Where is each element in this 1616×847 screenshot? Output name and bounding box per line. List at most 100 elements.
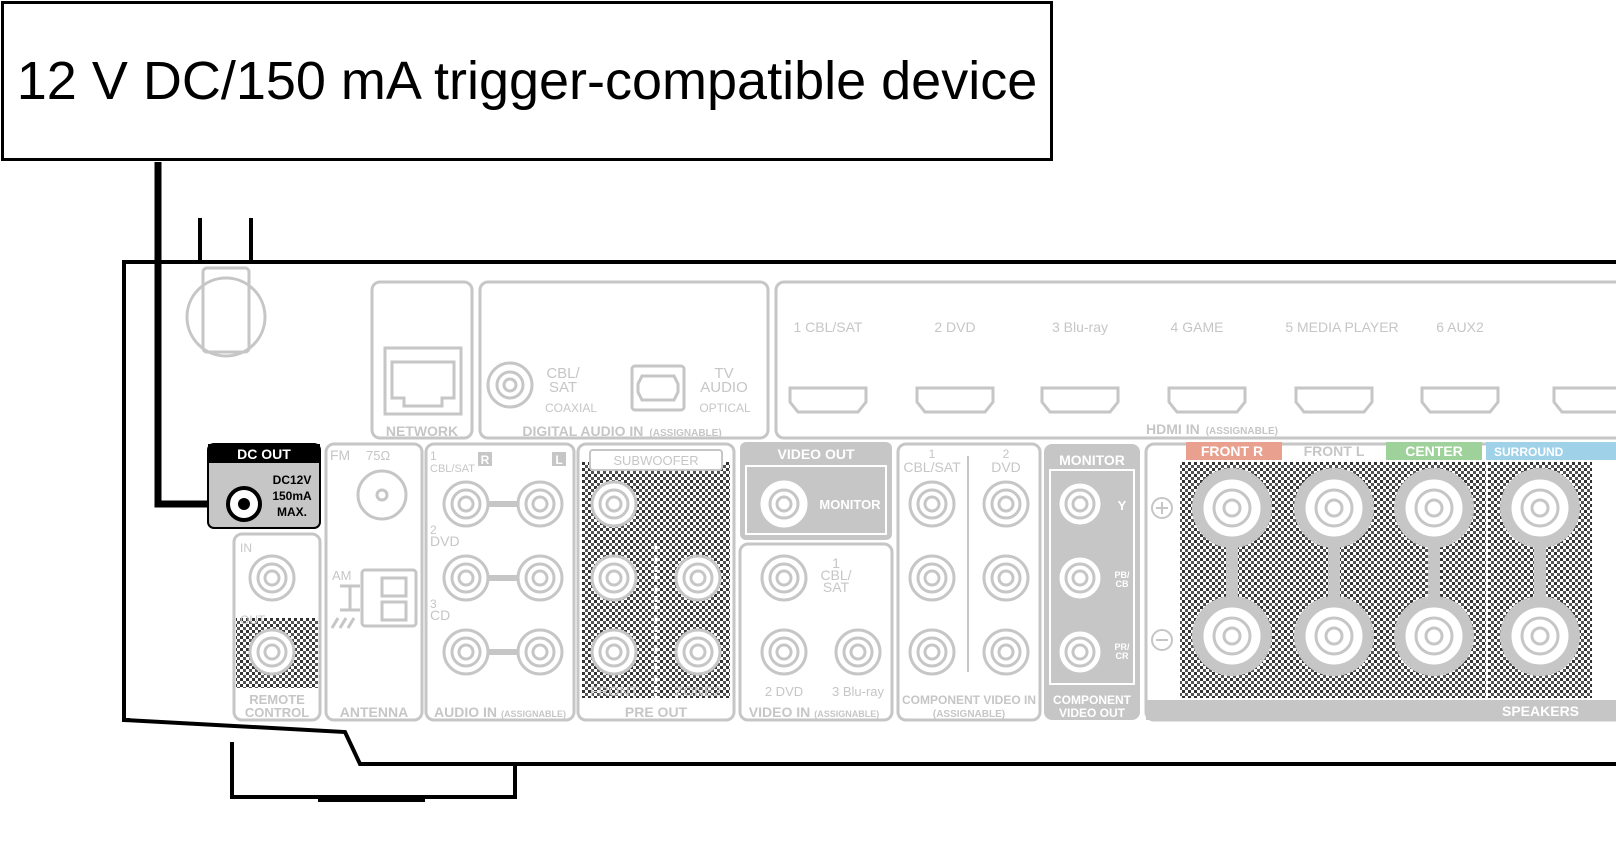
audio-in-l-label: L xyxy=(555,453,562,467)
dc-out-spec-voltage: DC12V xyxy=(273,473,312,487)
antenna-ohm-label: 75Ω xyxy=(366,448,390,463)
hdmi-port xyxy=(1294,386,1374,414)
hdmi-port xyxy=(915,386,995,414)
audio-in-jack-r xyxy=(442,480,490,528)
speaker-surround-label: SURROUND xyxy=(1494,445,1564,459)
audio-in-jack-l xyxy=(516,628,564,676)
speaker-terminal xyxy=(1394,596,1474,676)
audio-in-r-label: R xyxy=(481,453,490,467)
pre-out-section-label: PRE OUT xyxy=(625,704,688,720)
antenna-section xyxy=(324,442,424,722)
speaker-terminal xyxy=(1394,468,1474,548)
hdmi-input-label: 6 AUX2 xyxy=(1436,319,1484,335)
component-out-pr-label: PR/ xyxy=(1114,642,1130,652)
hdmi-port xyxy=(1040,386,1120,414)
video-out-section xyxy=(740,442,892,540)
component-out-label-2: VIDEO OUT xyxy=(1059,706,1126,720)
remote-in-label: IN xyxy=(240,541,252,555)
audio-in-3-num: 3 xyxy=(430,597,437,611)
speakers-section xyxy=(1144,442,1616,722)
pre-out-zone2-label: ZONE2 xyxy=(675,683,722,699)
audio-in-r-tag xyxy=(478,452,492,466)
remote-out-label: OUT xyxy=(240,613,266,627)
antenna-section-label: ANTENNA xyxy=(340,704,408,720)
coaxial-label-2: SAT xyxy=(549,379,577,396)
speaker-terminal-link xyxy=(1534,530,1546,610)
component-in-section-label: COMPONENT VIDEO IN xyxy=(902,693,1036,707)
pre-out-jack xyxy=(674,628,722,676)
audio-in-3-label: CD xyxy=(430,607,450,623)
component-out-cr-label: CR xyxy=(1116,651,1129,661)
component-out-jack xyxy=(1056,554,1104,602)
pre-out-jack xyxy=(590,628,638,676)
network-section xyxy=(370,280,474,440)
hdmi-input-label: 5 MEDIA PLAYER xyxy=(1285,319,1398,335)
optical-type: OPTICAL xyxy=(699,401,751,415)
hdmi-input-label: 2 DVD xyxy=(934,319,975,335)
remote-control-label-2: CONTROL xyxy=(245,705,309,720)
hdmi-port xyxy=(788,386,868,414)
component-in-jack xyxy=(982,628,1030,676)
network-label: NETWORK xyxy=(386,423,458,439)
optical-label-1: TV xyxy=(714,365,733,382)
speaker-terminal xyxy=(1192,596,1272,676)
component-in-jack xyxy=(982,480,1030,528)
coaxial-label-1: CBL/ xyxy=(546,365,580,382)
hdmi-input-label: 3 Blu-ray xyxy=(1052,319,1108,335)
video-out-title: VIDEO OUT xyxy=(777,446,854,462)
dc-out-spec-current: 150mA xyxy=(272,489,312,503)
component-in-1-num: 1 xyxy=(929,447,936,461)
audio-in-jack-l xyxy=(516,554,564,602)
pre-out-jack xyxy=(674,554,722,602)
pre-out-front-label: FRONT xyxy=(590,683,639,699)
component-in-jack xyxy=(982,554,1030,602)
audio-in-section xyxy=(424,442,576,722)
speaker-center-label: CENTER xyxy=(1405,443,1463,459)
video-in-1-label-b: SAT xyxy=(823,579,850,595)
component-out-cb-label: CB xyxy=(1116,579,1129,589)
hdmi-section-label: HDMI IN(ASSIGNABLE) xyxy=(1146,421,1278,437)
speaker-terminal xyxy=(1500,468,1580,548)
video-in-1-num: 1 xyxy=(832,555,840,571)
pre-out-jack xyxy=(590,554,638,602)
component-out-pb-label: PB/ xyxy=(1114,570,1130,580)
speaker-terminal-link xyxy=(1328,530,1340,610)
hdmi-section xyxy=(774,280,1616,440)
power-inlet xyxy=(185,266,267,358)
dc-out-jack xyxy=(207,443,321,529)
audio-in-1-num: 1 xyxy=(430,449,437,463)
speaker-terminal-link xyxy=(1226,530,1238,610)
audio-in-jack-r xyxy=(442,628,490,676)
pre-out-section xyxy=(576,442,736,722)
audio-in-l-tag xyxy=(552,452,566,466)
speaker-terminal xyxy=(1294,596,1374,676)
component-in-jack xyxy=(908,628,956,676)
component-out-label-1: COMPONENT xyxy=(1053,693,1132,707)
optical-label-2: AUDIO xyxy=(700,379,748,396)
subwoofer-jack xyxy=(590,480,638,528)
video-in-jack xyxy=(834,628,882,676)
video-in-2-label: 2 DVD xyxy=(765,684,803,699)
video-in-3-label: 3 Blu-ray xyxy=(832,684,885,699)
video-in-section xyxy=(738,542,894,722)
audio-in-1-label: CBL/SAT xyxy=(430,463,475,475)
hdmi-port xyxy=(1167,386,1247,414)
audio-in-jack-l xyxy=(516,480,564,528)
component-out-monitor-label: MONITOR xyxy=(1059,452,1125,468)
dc-out-spec-max: MAX. xyxy=(277,505,307,519)
audio-in-jack-r xyxy=(442,554,490,602)
hdmi-input-label: 4 GAME xyxy=(1171,319,1224,335)
dc-out-title: DC OUT xyxy=(237,446,291,462)
component-in-2-num: 2 xyxy=(1003,447,1010,461)
hdmi-port xyxy=(1420,386,1500,414)
remote-control-section xyxy=(232,532,322,722)
video-in-1-label-a: CBL/ xyxy=(820,567,851,583)
video-in-jack xyxy=(760,554,808,602)
receiver-rear-panel xyxy=(122,218,1616,802)
speaker-terminal xyxy=(1500,596,1580,676)
component-out-jack xyxy=(1056,628,1104,676)
hdmi-port xyxy=(1552,386,1616,414)
component-in-section-sub: (ASSIGNABLE) xyxy=(933,709,1005,720)
